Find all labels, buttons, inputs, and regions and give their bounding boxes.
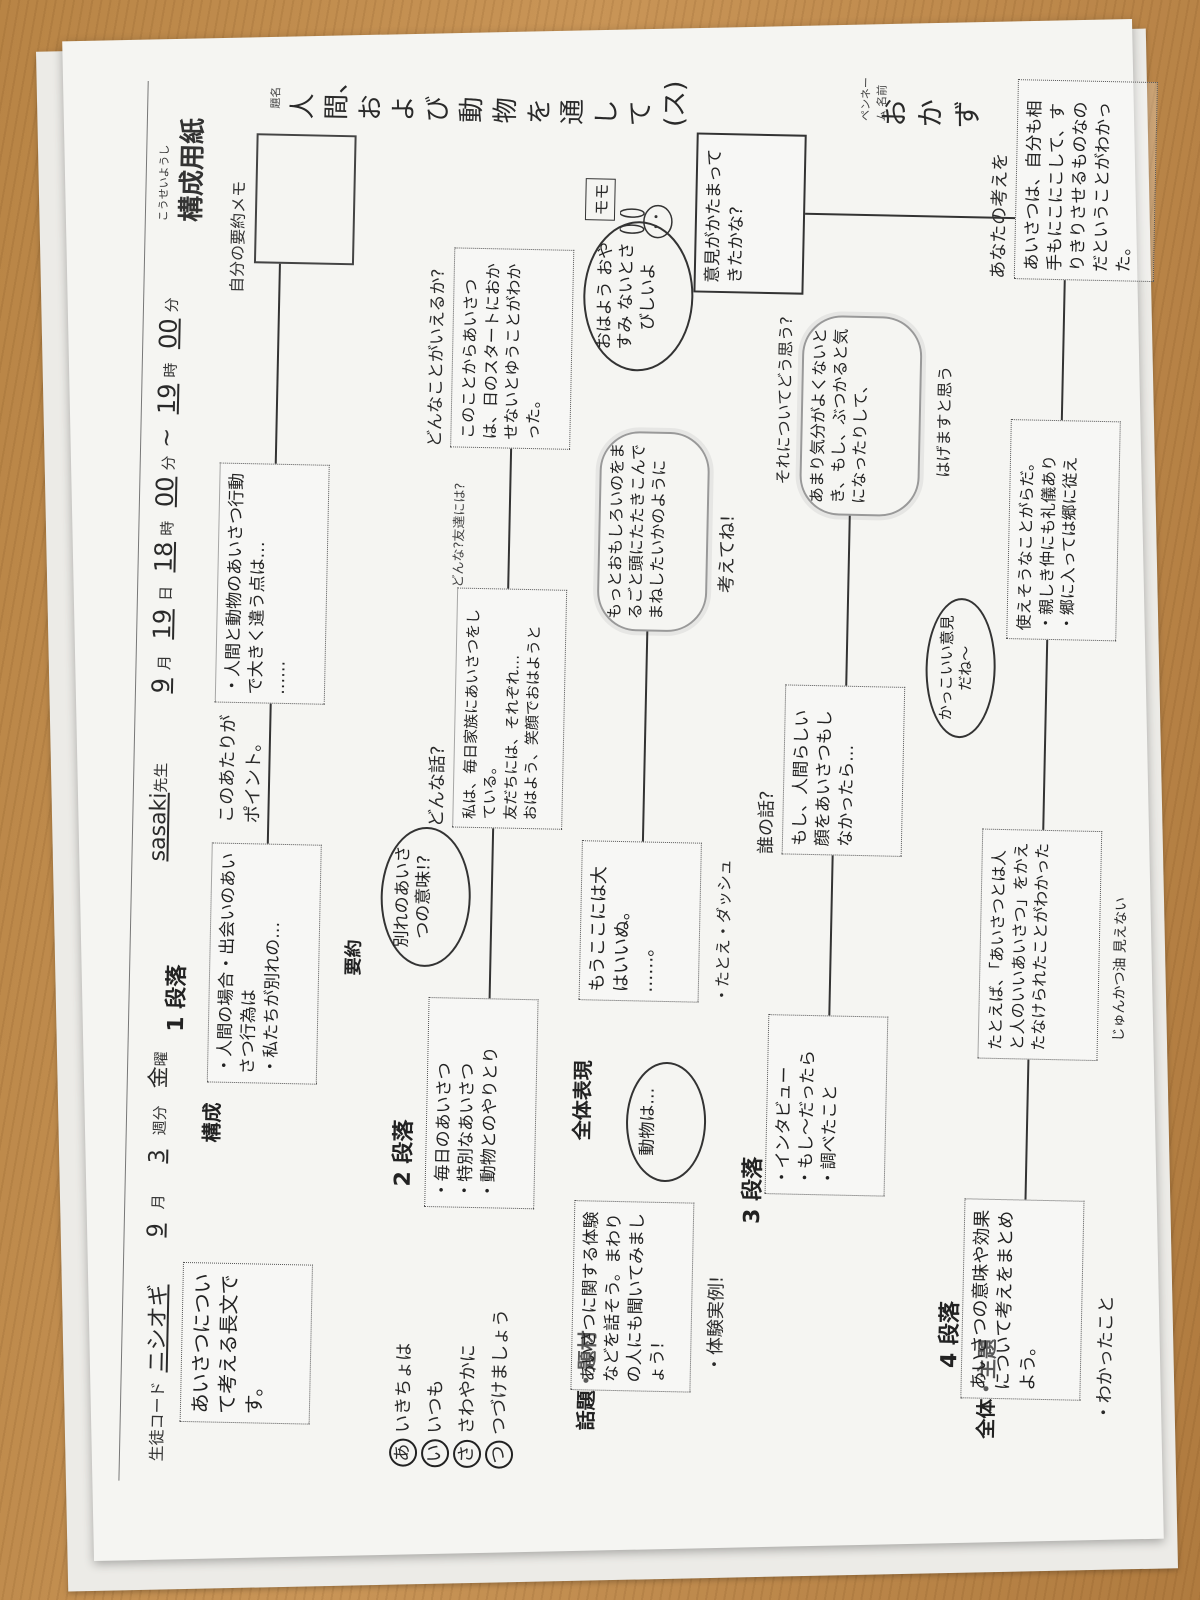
section2-question2: どんなことがいえるか? — [425, 268, 449, 448]
section1-note: このあたりが ポイント。 — [216, 714, 266, 824]
section2-summary-label: 要約 — [343, 939, 365, 976]
name-value: おかず — [877, 98, 985, 129]
zentai-think-cloud: もっとおもしろいのをまるごと頭にたたきこんでまねしたいかのように — [596, 430, 711, 633]
animal-bubble: 動物は… — [624, 1061, 708, 1183]
section2-question: どんな話? — [426, 745, 449, 828]
title-label: 題名 — [269, 86, 283, 109]
zentai-note: ・たとえ・ダッシュ — [712, 858, 735, 1004]
title-value: 人間、および動物を通して(ス) — [287, 67, 691, 128]
section2-box2: 私は、毎日家族にあいさつをしている。 友だちには、それぞれ… おはよう、笑顔でお… — [452, 587, 568, 830]
section3-cloud-note: はげますと思う — [933, 365, 955, 478]
section3-box2: ・インタビュー ・もし〜だったら ・調べたこと — [764, 1014, 889, 1197]
connector — [641, 631, 649, 842]
connector — [1024, 1059, 1030, 1200]
theme-box: あいさつについて考える長文です。 — [179, 1261, 313, 1425]
connector — [1060, 280, 1066, 421]
section3-box: あいさつに関する体験などを話そう。まわりの人にも聞いてみましょう! — [570, 1200, 695, 1393]
top-rule — [118, 80, 149, 1481]
connector — [266, 703, 272, 844]
final-box: あいさつは、自分も相手もにこにこして、すりきりさせるものなのだということがわかっ… — [1013, 79, 1158, 283]
opinion-box: 意見がかたまってきたかな? — [693, 132, 807, 295]
sheet-title: こうせいようし 構成用紙 — [156, 117, 209, 223]
header-teacher: sasaki先生 — [145, 762, 172, 862]
zentai-think-note: 考えてね! — [716, 514, 739, 594]
section2-label: 2 段落 — [390, 1119, 418, 1187]
connector — [828, 855, 834, 1016]
header-time: 9月 19日 18時 00分 ~ 19時 00分 — [146, 297, 183, 694]
section1-box2: ・人間と動物のあいさつ行動で大きく違う点は… …… — [214, 462, 330, 705]
found-note: ・わかったこと — [1093, 1295, 1118, 1422]
connector — [507, 448, 513, 589]
connector — [845, 515, 851, 686]
zentai-label: 全体表現 — [569, 1060, 596, 1141]
rabbit-tag: モモ — [584, 178, 616, 221]
section1-label: 1 段落 — [163, 964, 191, 1033]
header-student-code: 生徒コード ニシオギ — [144, 1284, 172, 1462]
section3-cloud: あまり気分がよくないとき、もし、ぶつかると気になったりして、 — [798, 314, 923, 518]
memo-label: 自分の要約メモ — [227, 180, 249, 294]
section4-box2: たとえば、「あいさつとは人と人のいいあいさつ」をかえたなけられたことがわかった — [977, 828, 1103, 1062]
section4-label: 4 段落 — [936, 1300, 964, 1369]
connector — [488, 828, 495, 999]
rabbit-doodle-icon — [618, 191, 680, 252]
section3-question: 誰の話? — [755, 790, 779, 855]
section2-box: ・毎日のあいさつ ・特別なあいさつ ・動物とのやりとり — [424, 997, 539, 1210]
section4-note-bottom: じゅんかつ油 見えない — [1110, 896, 1130, 1042]
greeting-acrostic: あ いきちょは い いつも さ さわやかに つ つづけましょう — [388, 1307, 520, 1469]
memo-box — [253, 133, 357, 266]
section3-question2: それについてどう思う? — [773, 316, 796, 485]
experience-note: ・体験実例! — [704, 1275, 728, 1374]
section2-box3: このことからあいさつは、日のスタートにおかせないとゆうことがわかった。 — [450, 247, 575, 450]
section4-box3: 使えそうなことがらだ。 ・親しき仲にも礼儀あり ・郷に入っては郷に従え — [1006, 419, 1121, 642]
connector — [805, 212, 1016, 220]
section3-box3: もし、人間らしい顔をあいさつもしなかったら… — [781, 684, 906, 857]
header-date-week: 9月 3週分 金曜 — [143, 1051, 173, 1238]
zentai-box: もうここには大はいいぬ。 ……。 — [578, 840, 702, 1003]
section4-bubble: かっこいい意見だね〜 — [924, 597, 998, 739]
section1-box: ・人間の場合・出会いのあいさつ行為は ・私たちが別れの… — [206, 842, 322, 1085]
section4-box: あいさつの意味や効果について考えをまとめよう。 — [960, 1198, 1085, 1401]
connector — [274, 263, 281, 464]
section2-small-note: どんな?友達には? — [451, 482, 469, 588]
section1-bubble: 別れのあいさつの意味!? — [379, 826, 473, 968]
worksheet-content: 生徒コード ニシオギ 9月 3週分 金曜 sasaki先生 9月 19日 18時… — [88, 60, 1158, 1521]
section3-label: 3 段落 — [739, 1156, 767, 1225]
kousei-label: 構成 — [199, 1102, 225, 1143]
connector — [1042, 639, 1049, 830]
